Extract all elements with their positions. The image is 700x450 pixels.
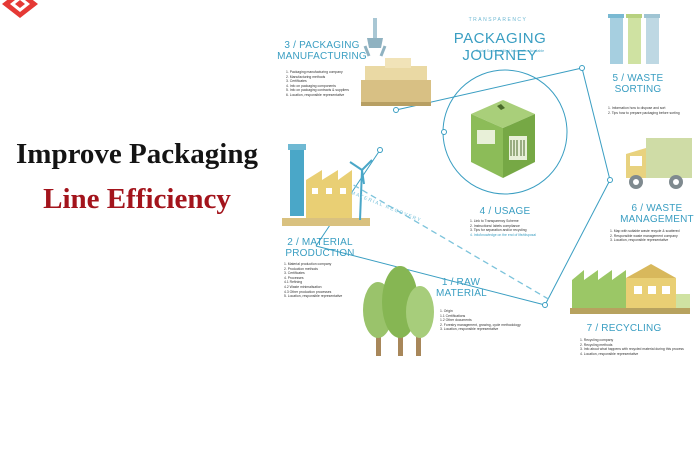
list-item: 3. Tips for separation and/or recycling [470,228,527,233]
list-item: 4.1 Refining [284,280,303,285]
node-manufacturing [393,107,399,113]
list-item: 3. Info about what happens with recycled… [580,347,684,352]
node-management [607,177,613,183]
list-item: 2. Instructions/ labels compliance [470,223,520,228]
heading-line-1: Improve Packaging [16,138,258,170]
list-item: 4.2 Waste minimalisation [284,284,322,289]
node-production [377,147,383,153]
journey-tagline: Social Sustainability / Information Avai… [475,49,545,53]
list-item: 2. Tips how to prepare packaging before … [608,110,680,115]
stage-1-list: 1. Origin 1.1 Certifications 1.2 Other d… [440,309,540,332]
gripper-conveyor-icon [361,18,431,106]
list-item: 2. Responsible waste management company [610,233,678,238]
list-item: 5. Location, responsible representative [284,294,343,299]
list-item: 1. Link to Transparency Scheme [470,219,519,223]
heading-line-2: Line Efficiency [43,183,231,215]
list-item: 1.2 Other documents [440,318,472,323]
list-item: 4. Location, responsible representative [580,351,639,356]
stage-5-list: 1. Information how to dispose and sort 2… [608,106,696,115]
connector-2-1 [315,245,546,306]
factory-icon [282,144,373,226]
garbage-truck-icon [626,138,692,189]
list-item: 2. Production methods [284,266,318,271]
journey-subtitle: TRANSPARENCY [468,17,528,23]
stage-2-list: 1. Material production company 2. Produc… [284,262,366,299]
stage-4-list: 1. Link to Transparency Scheme 2. Instru… [470,219,560,237]
list-item: 1. Material production company [284,262,332,266]
list-item: 4. Processes [284,275,304,280]
waste-bins-icon [608,14,660,64]
list-item: 2. Forestry management, growing, cycle m… [440,322,521,327]
list-item: 1. Origin [440,309,453,313]
list-item: 6. Location, responsible representative [286,92,345,97]
journey-title: PACKAGING JOURNEY [453,30,547,64]
list-item: 1.1 Certifications [440,313,466,318]
stage-3-list: 1. Packaging manufacturing company 2. Ma… [286,70,366,98]
list-item: 1. Information how to dispose and sort [608,106,666,110]
stage-7-list: 1. Recycling company 2. Recycling method… [580,338,690,356]
stage-6-list: 1. Map with suitable waste recycle & sca… [610,229,698,243]
list-item: 1. Recycling company [580,338,614,342]
list-item: 4.3 Other production processes [284,289,332,294]
stage-6-title: 6 / WASTE MANAGEMENT [620,203,694,225]
stage-5-title: 5 / WASTE SORTING [612,73,664,95]
list-item: 2. Manufacturing methods [286,74,326,79]
list-item: 3. Certificates [286,79,307,84]
node-sorting [579,65,585,71]
list-item: 4. Info/knowledge on the end of life/dis… [470,232,536,237]
package-box-icon [471,100,535,178]
stage-1-title: 1 / RAW MATERIAL [436,277,487,299]
connector-5-6 [581,67,611,181]
node-raw [542,302,548,308]
stage-4-title: 4 / USAGE [479,206,531,217]
stage-2-title: 2 / MATERIAL PRODUCTION [285,237,355,259]
list-item: 2. Recycling methods [580,342,613,347]
list-item: 5. Info on packaging contracts & supplie… [286,88,349,93]
recycling-plant-icon [570,264,690,314]
list-item: 3. Certificates [284,271,305,276]
stage-3-title: 3 / PACKAGING MANUFACTURING [277,40,367,62]
connector-6-1 [544,179,611,306]
list-item: 1. Packaging manufacturing company [286,70,343,74]
logo-diamond-icon [2,0,38,18]
stage-7-title: 7 / RECYCLING [586,323,662,334]
list-item: 3. Location, responsible representative [440,327,499,332]
list-item: 4. Info on packaging components [286,83,336,88]
node-usage-left [441,129,447,135]
list-item: 3. Location, responsible representative [610,238,669,243]
trees-icon [363,266,434,356]
list-item: 1. Map with suitable waste recycle & sca… [610,229,680,233]
